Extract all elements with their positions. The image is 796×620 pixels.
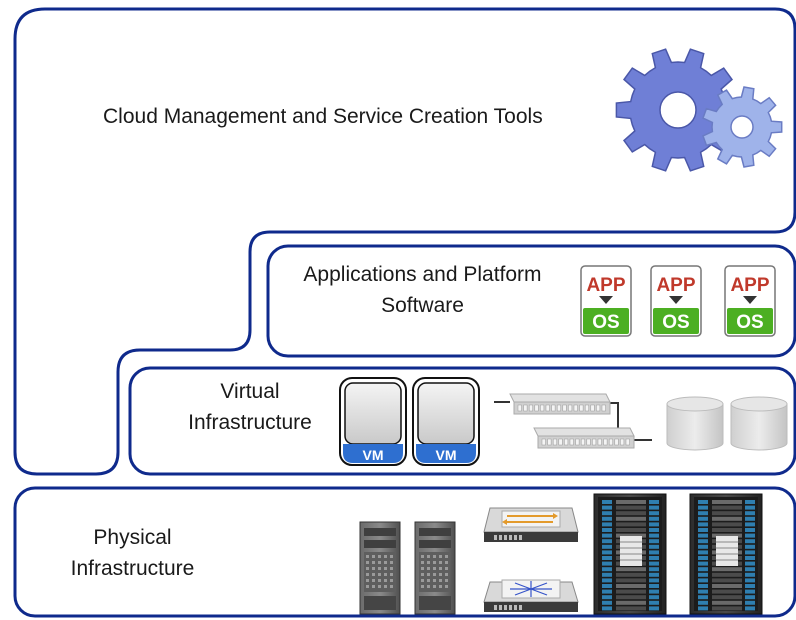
os-label: OS xyxy=(592,312,619,333)
down-arrow-icon xyxy=(599,296,613,304)
vm-icon: VM xyxy=(412,377,480,466)
app-os-stack: APP OS xyxy=(580,265,632,337)
cloud-management-title: Cloud Management and Service Creation To… xyxy=(103,101,543,132)
app-os-stack: APP OS xyxy=(724,265,776,337)
applications-title-line2: Software xyxy=(381,294,464,317)
physical-title-line2: Infrastructure xyxy=(70,557,195,580)
server-rack-icon xyxy=(593,493,763,615)
virtual-disk-icon xyxy=(666,396,788,451)
app-label: APP xyxy=(730,275,769,296)
os-label: OS xyxy=(736,312,763,333)
virtual-title-line2: Infrastructure xyxy=(188,411,312,434)
down-arrow-icon xyxy=(669,296,683,304)
gears-icon xyxy=(615,48,783,172)
app-label: APP xyxy=(586,275,625,296)
vm-icon: VM xyxy=(339,377,407,466)
tower-server-icon xyxy=(359,521,456,615)
virtual-switch-icon xyxy=(494,393,652,449)
virtual-layer-title: Virtual Infrastructure xyxy=(165,376,335,438)
applications-layer-title: Applications and Platform Software xyxy=(280,259,565,321)
down-arrow-icon xyxy=(743,296,757,304)
vm-label: VM xyxy=(363,447,384,463)
os-label: OS xyxy=(662,312,689,333)
virtual-machines: VM VM xyxy=(339,377,480,466)
app-os-stacks: APP OS APP OS APP OS xyxy=(580,265,776,337)
physical-layer-title: Physical Infrastructure xyxy=(50,522,215,584)
router-icon xyxy=(483,579,579,612)
app-label: APP xyxy=(656,275,695,296)
physical-title-line1: Physical xyxy=(93,526,172,549)
virtual-title-line1: Virtual xyxy=(220,380,280,403)
app-os-stack: APP OS xyxy=(650,265,702,337)
cloud-management-layer-frame xyxy=(13,7,796,476)
network-switch-icon xyxy=(483,507,579,542)
applications-title-line1: Applications and Platform xyxy=(303,263,542,286)
vm-label: VM xyxy=(436,447,457,463)
cloud-management-title-text: Cloud Management and Service Creation To… xyxy=(103,105,543,128)
